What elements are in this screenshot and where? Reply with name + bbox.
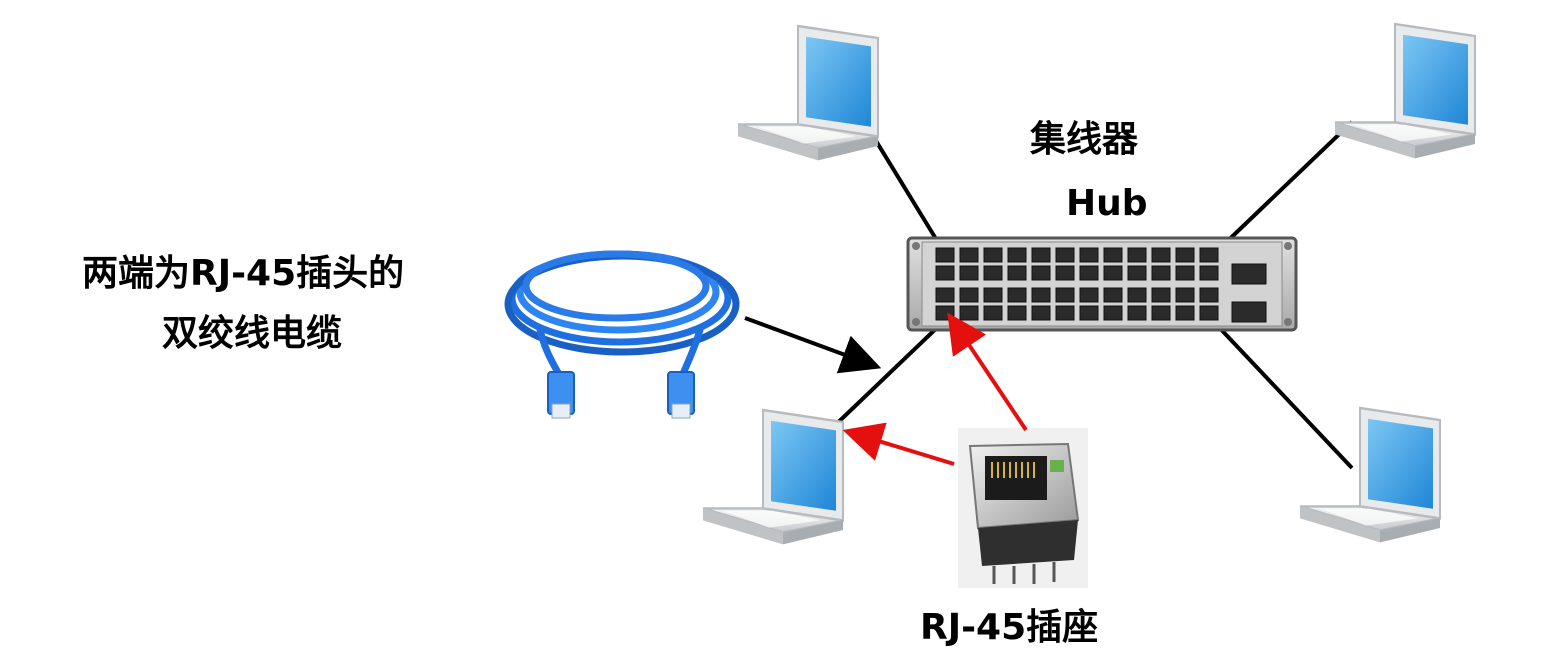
hub-port [1127, 305, 1147, 321]
cable-label-line1: 两端为RJ-45插头的 [82, 253, 405, 294]
hub-port [1031, 305, 1051, 321]
wire-top-right [1214, 120, 1354, 254]
hub-port [1175, 287, 1195, 303]
hub-port [1055, 287, 1075, 303]
hub-port [1103, 305, 1123, 321]
laptop-icon [1298, 406, 1442, 544]
wire-bottom-left [826, 320, 945, 434]
hub-icon [906, 236, 1298, 332]
hub-port [935, 247, 955, 263]
hub-port [1055, 305, 1075, 321]
hub-port [1079, 247, 1099, 263]
cable-arrow [744, 316, 882, 374]
wires [744, 116, 1354, 470]
hub-port [983, 265, 1003, 281]
hub-port [935, 265, 955, 281]
hub-port [1079, 265, 1099, 281]
hub-port [1127, 265, 1147, 281]
wire-bottom-right [1212, 320, 1354, 470]
laptop-icon [736, 24, 880, 162]
hub-port [1007, 287, 1027, 303]
hub-port [1151, 287, 1171, 303]
hub-port [1007, 305, 1027, 321]
hub-port [1151, 305, 1171, 321]
hub-port [935, 287, 955, 303]
hub-port [1007, 265, 1027, 281]
hub-port [1175, 247, 1195, 263]
hub-port [1103, 287, 1123, 303]
hub-port [1199, 305, 1219, 321]
hub-port [983, 287, 1003, 303]
laptop-icon [1333, 22, 1477, 160]
socket-to-laptop-arrow [842, 422, 955, 466]
hub-port [1127, 247, 1147, 263]
cable-icon [504, 250, 740, 419]
hub-port [959, 287, 979, 303]
hub-port [983, 247, 1003, 263]
hub-port [983, 305, 1003, 321]
hub-port [1127, 287, 1147, 303]
hub-port [1103, 247, 1123, 263]
hub-port [1007, 247, 1027, 263]
hub-port [1175, 265, 1195, 281]
hub-port [1199, 265, 1219, 281]
hub-chinese-label: 集线器 [1030, 119, 1139, 160]
socket-label: RJ-45插座 [920, 607, 1099, 648]
hub-port [1151, 265, 1171, 281]
hub-port [1031, 265, 1051, 281]
rj45-socket-icon [958, 428, 1088, 588]
hub-port [959, 305, 979, 321]
hub-port [1199, 247, 1219, 263]
socket-to-hub-arrow [947, 312, 1028, 432]
hub-port [1079, 287, 1099, 303]
hub-port [1079, 305, 1099, 321]
hub-port [1175, 305, 1195, 321]
hub-port [1055, 247, 1075, 263]
cable-label-line2: 双绞线电缆 [162, 313, 343, 354]
red-pointers [842, 312, 1028, 466]
hub-port [959, 265, 979, 281]
hub-port [959, 247, 979, 263]
hub-port [1055, 265, 1075, 281]
hub-port [1031, 287, 1051, 303]
hub-english-label: Hub [1066, 183, 1148, 224]
hub-port [1199, 287, 1219, 303]
laptop-icon [701, 408, 845, 546]
hub-port [1103, 265, 1123, 281]
hub-port [1151, 247, 1171, 263]
hub-port [1031, 247, 1051, 263]
